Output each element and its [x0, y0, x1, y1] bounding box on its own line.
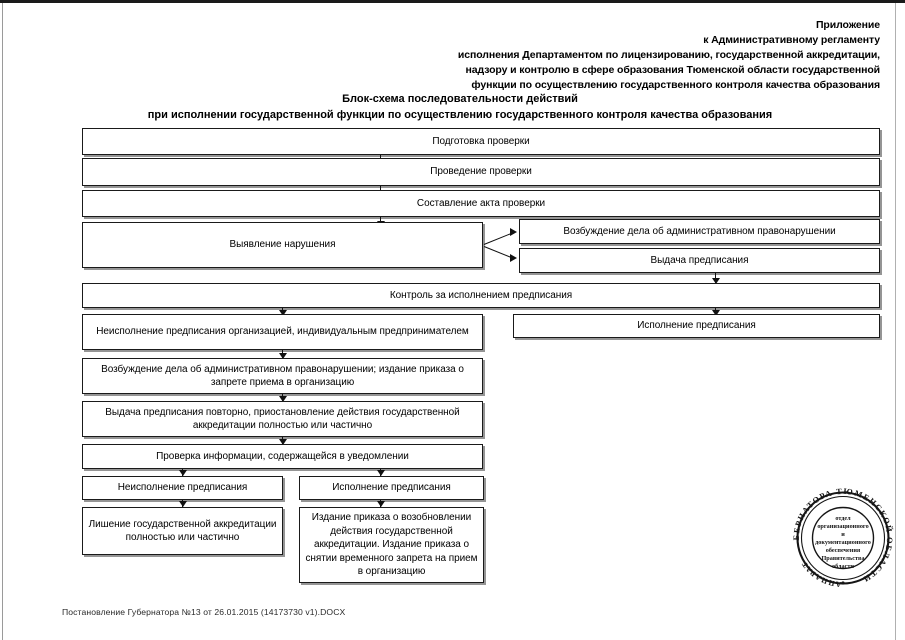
appendix-header: Приложение к Административному регламент…: [200, 18, 880, 93]
flow-node-label: Лишение государственной аккредитации пол…: [88, 518, 277, 544]
flow-node-sostavlenie-akta: Составление акта проверки: [82, 190, 880, 217]
svg-text:документационного: документационного: [815, 539, 871, 546]
flow-node-label: Контроль за исполнением предписания: [389, 289, 573, 301]
arrowhead-n12-n14: [376, 470, 385, 476]
flow-node-label: Проведение проверки: [430, 166, 532, 178]
flow-node-vydacha-povtorno: Выдача предписания повторно, приостановл…: [82, 401, 483, 437]
flow-node-vozbuzhdenie-dela-adm: Возбуждение дела об административном пра…: [519, 219, 880, 244]
title-line-2: при исполнении государственной функции п…: [147, 108, 773, 121]
flow-node-label: Подготовка проверки: [432, 135, 530, 147]
svg-text:Правительства: Правительства: [821, 555, 864, 562]
document-footer-filename: Постановление Губернатора №13 от 26.01.2…: [62, 607, 346, 617]
svg-text:области: области: [832, 563, 854, 570]
page-title: Блок-схема последовательности действий п…: [60, 92, 860, 123]
header-line-4: надзору и контролю в сфере образования Т…: [465, 64, 881, 76]
arrowhead-n8-n10: [278, 353, 287, 359]
header-line-2: к Административному регламенту: [703, 34, 880, 46]
header-line-1: Приложение: [815, 19, 880, 31]
arrowhead-n11-n12: [278, 439, 287, 445]
svg-text:организационного: организационного: [817, 523, 868, 530]
flow-node-izdanie-prikaza-vozobnovlenie: Издание приказа о возобновлении действия…: [299, 507, 484, 583]
arrowhead-n13-n15: [178, 501, 187, 507]
flow-node-kontrol-za-ispolneniem: Контроль за исполнением предписания: [82, 283, 880, 308]
flow-node-label: Возбуждение дела об административном пра…: [101, 363, 464, 389]
connector-n4-n5: [483, 232, 514, 246]
svg-text:и: и: [841, 531, 845, 538]
flow-node-label: Неисполнение предписания организацией, и…: [96, 326, 469, 338]
official-seal-stamp: ГУБЕРНАТОРА ТЮМЕНСКОЙ ОБЛАСТИ АППАРАТ от…: [789, 484, 897, 592]
svg-text:отдел: отдел: [835, 515, 851, 522]
flow-node-vydacha-predpisaniya: Выдача предписания: [519, 248, 880, 273]
flow-node-label: Выявление нарушения: [229, 239, 336, 251]
flow-node-podgotovka-proverki: Подготовка проверки: [82, 128, 880, 155]
flow-node-label: Выдача предписания: [650, 254, 749, 266]
header-line-3: исполнения Департаментом по лицензирован…: [457, 49, 880, 61]
arrowhead-n10-n11: [278, 396, 287, 402]
svg-text:обеспечения: обеспечения: [826, 547, 861, 554]
arrowhead-n4-n5: [510, 228, 517, 236]
flow-node-proverka-informacii: Проверка информации, содержащейся в увед…: [82, 444, 483, 469]
flow-node-neispolnenie-predpisaniya: Неисполнение предписания: [82, 476, 283, 500]
seal-icon: ГУБЕРНАТОРА ТЮМЕНСКОЙ ОБЛАСТИ АППАРАТ от…: [789, 484, 893, 589]
flow-node-label: Составление акта проверки: [416, 197, 546, 209]
flow-node-label: Исполнение предписания: [637, 320, 756, 332]
flow-node-label: Неисполнение предписания: [117, 482, 248, 494]
page-frame-top-edge: [0, 0, 905, 3]
header-line-5: функции по осуществлению государственног…: [471, 79, 880, 91]
flow-node-label: Издание приказа о возобновлении действия…: [305, 512, 478, 578]
arrowhead-n4-n6: [510, 254, 517, 262]
flow-node-vozbuzhdenie-zapret-priema: Возбуждение дела об административном пра…: [82, 358, 483, 394]
flow-node-ispolnenie-predpisaniya: Исполнение предписания: [299, 476, 484, 500]
arrowhead-n6-n7: [711, 278, 720, 284]
flow-node-provedenie-proverki: Проведение проверки: [82, 158, 880, 186]
arrowhead-n7-n8: [278, 310, 287, 316]
arrowhead-n14-n16: [376, 501, 385, 507]
page-frame-right-edge: [895, 3, 896, 640]
flow-node-neispolnenie-organizaciey: Неисполнение предписания организацией, и…: [82, 314, 483, 350]
flow-node-label: Проверка информации, содержащейся в увед…: [156, 450, 409, 462]
flow-node-vyyavlenie-narusheniya: Выявление нарушения: [82, 222, 483, 268]
flow-node-lishenie-akkreditacii: Лишение государственной аккредитации пол…: [82, 507, 283, 555]
flow-node-label: Выдача предписания повторно, приостановл…: [105, 406, 460, 432]
arrowhead-n12-n13: [178, 470, 187, 476]
page-frame-left-edge: [2, 3, 3, 640]
flow-node-ispolnenie-predpisaniya-right: Исполнение предписания: [513, 314, 880, 338]
flow-node-label: Исполнение предписания: [332, 482, 451, 494]
title-line-1: Блок-схема последовательности действий: [342, 93, 578, 105]
flow-node-label: Возбуждение дела об административном пра…: [563, 225, 836, 237]
arrowhead-n7-n9: [711, 310, 720, 316]
